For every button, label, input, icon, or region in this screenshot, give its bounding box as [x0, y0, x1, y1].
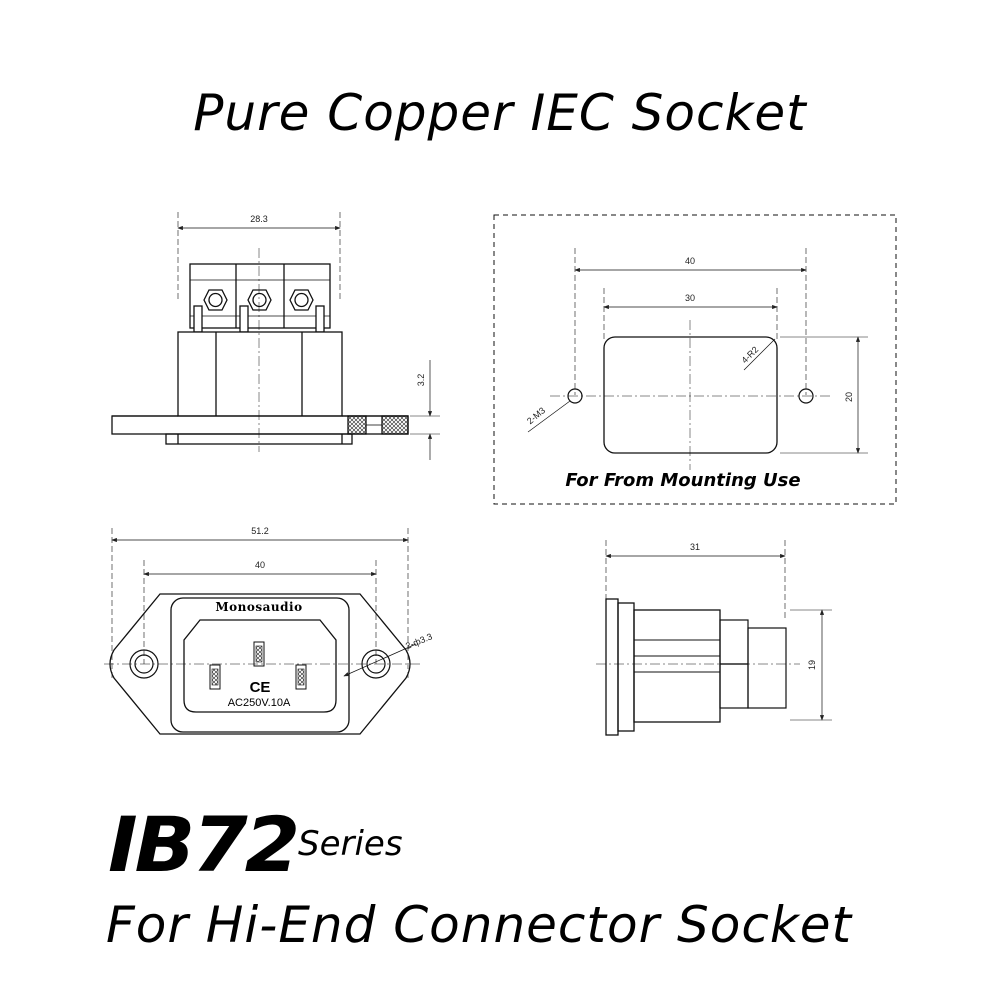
- dim-front-hole-dia: 2-ф3.3: [404, 631, 434, 651]
- iec-outlet: [183, 619, 337, 713]
- ce-mark: CE: [250, 679, 271, 696]
- dim-profile-height: 19: [807, 660, 817, 670]
- dim-cutout-radius: 4-R2: [739, 344, 760, 365]
- rating-label: AC250V.10A: [228, 697, 291, 709]
- profile-view: [596, 540, 832, 736]
- dim-cutout-outer: 40: [685, 256, 695, 266]
- page-title: Pure Copper IEC Socket: [193, 84, 807, 142]
- dim-side-width: 28.3: [250, 214, 268, 224]
- side-view: [111, 212, 440, 460]
- dim-cutout-height: 20: [844, 392, 854, 402]
- panel-cutout-view: [493, 214, 897, 505]
- terminal-screws: [203, 289, 314, 311]
- front-view: [104, 528, 420, 735]
- dim-cutout-inner: 30: [685, 293, 695, 303]
- series-label: Series: [298, 824, 403, 864]
- dim-flange-thickness: 3.2: [416, 374, 426, 387]
- flange-outline: [109, 593, 411, 735]
- mounting-caption: For From Mounting Use: [565, 470, 800, 491]
- dim-front-total: 51.2: [251, 526, 269, 536]
- subtitle: For Hi-End Connector Socket: [106, 896, 853, 954]
- model-name: IB72: [108, 800, 300, 889]
- brand-label: Monosaudio: [215, 600, 302, 614]
- dim-cutout-holes: 2-M3: [525, 405, 547, 426]
- dim-profile-depth: 31: [690, 542, 700, 552]
- mounting-frame: [493, 214, 897, 505]
- dim-front-holes: 40: [255, 560, 265, 570]
